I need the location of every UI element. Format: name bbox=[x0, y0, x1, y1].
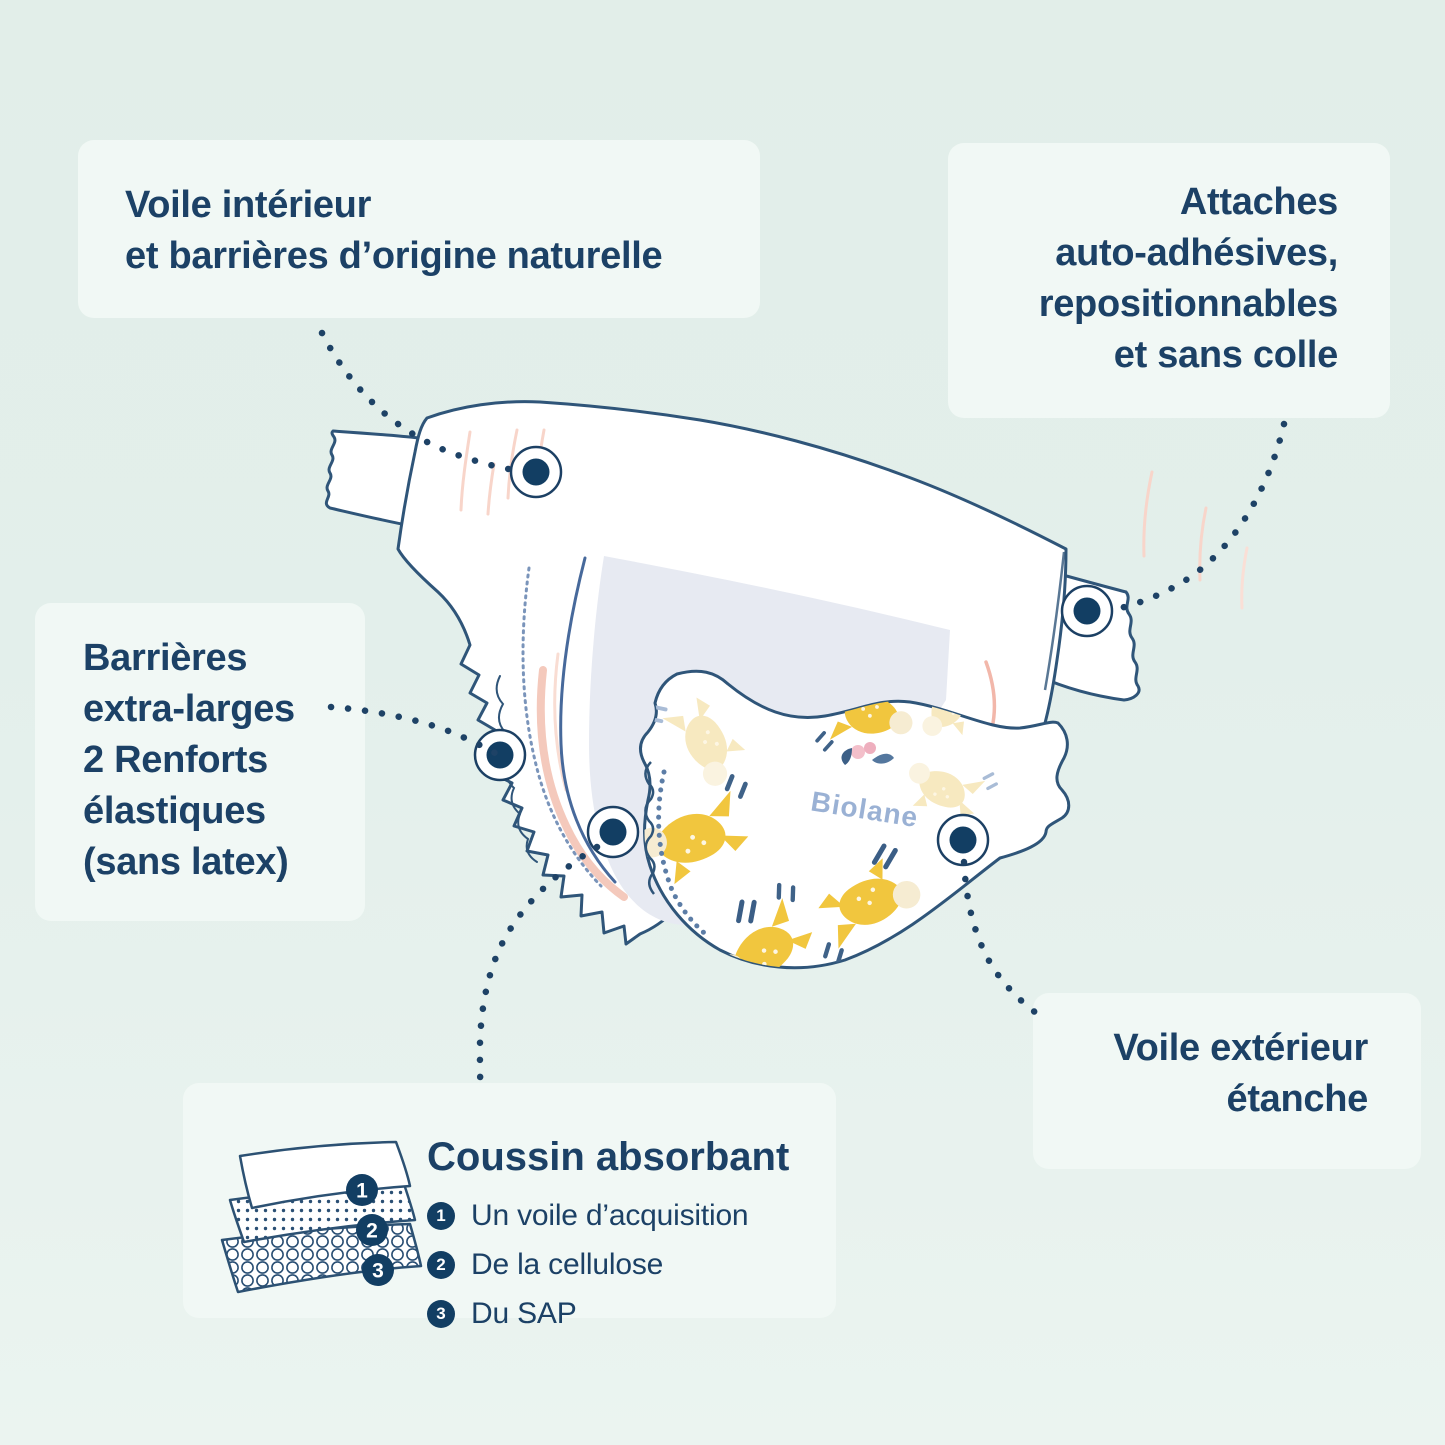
cushion-item-label: Un voile d’acquisition bbox=[471, 1199, 749, 1232]
connector-inner-veil bbox=[318, 329, 518, 474]
brand-logo: Biolane bbox=[809, 786, 921, 834]
pink-creases bbox=[459, 428, 1249, 610]
callout-line: repositionnables bbox=[1038, 283, 1339, 325]
callout-line: 2 Renforts bbox=[83, 739, 268, 781]
callout-line: Voile extérieur bbox=[1113, 1027, 1368, 1069]
cushion-item: 1 Un voile d’acquisition bbox=[427, 1199, 749, 1233]
layer-number-badge: 2 bbox=[427, 1251, 455, 1279]
callout-line: élastiques bbox=[83, 790, 266, 832]
callout-line: Barrières bbox=[83, 637, 248, 679]
callout-line: et barrières d’origine naturelle bbox=[125, 235, 663, 277]
cushion-item-label: De la cellulose bbox=[471, 1248, 664, 1281]
callout-outer-veil: Voile extérieur étanche bbox=[1033, 993, 1421, 1169]
dotted-connectors bbox=[318, 329, 1288, 1093]
cushion-title: Coussin absorbant bbox=[427, 1135, 790, 1179]
absorbent-pad bbox=[589, 556, 950, 926]
callout-line: et sans colle bbox=[1113, 334, 1339, 376]
connector-outer-veil bbox=[960, 858, 1050, 1024]
callout-line: (sans latex) bbox=[83, 841, 289, 883]
cushion-item-list: 1 Un voile d’acquisition 2 De la cellulo… bbox=[427, 1199, 749, 1331]
marker-outer-veil bbox=[936, 813, 990, 867]
front-panel-pattern bbox=[627, 671, 1168, 1011]
connector-fasteners bbox=[1108, 420, 1288, 614]
marker-barriers bbox=[473, 728, 527, 782]
callout-inner-veil: Voile intérieur et barrières d’origine n… bbox=[78, 140, 760, 318]
callout-line: auto-adhésives, bbox=[1055, 232, 1338, 274]
diaper-back-panel bbox=[396, 400, 1249, 946]
callout-line: Attaches bbox=[1179, 181, 1338, 223]
callout-absorbent-cushion: Coussin absorbant 1 Un voile d’acquisiti… bbox=[183, 1083, 836, 1330]
diaper-front-panel: Biolane bbox=[627, 669, 1168, 1011]
layer-number-badge: 3 bbox=[427, 1300, 455, 1328]
markers bbox=[473, 445, 1114, 867]
marker-inner-veil bbox=[509, 445, 563, 499]
callout-barriers: Barrières extra-larges 2 Renforts élasti… bbox=[35, 603, 365, 921]
elastic-barriers bbox=[495, 556, 628, 901]
callout-line: Voile intérieur bbox=[125, 184, 372, 226]
diaper-left-tab bbox=[324, 429, 421, 528]
layer-number-badge: 1 bbox=[427, 1202, 455, 1230]
callout-line: étanche bbox=[1226, 1078, 1368, 1120]
callout-fasteners: Attaches auto-adhésives, repositionnable… bbox=[948, 143, 1390, 418]
cushion-item-label: Du SAP bbox=[471, 1297, 577, 1330]
cushion-item: 3 Du SAP bbox=[427, 1297, 748, 1331]
marker-cushion bbox=[586, 805, 640, 859]
brand-flower-icon bbox=[841, 742, 894, 765]
connector-cushion bbox=[476, 843, 601, 1093]
diaper-right-tab bbox=[1035, 567, 1141, 702]
cushion-item: 2 De la cellulose bbox=[427, 1248, 748, 1282]
marker-fasteners bbox=[1060, 584, 1114, 638]
callout-line: extra-larges bbox=[83, 688, 295, 730]
